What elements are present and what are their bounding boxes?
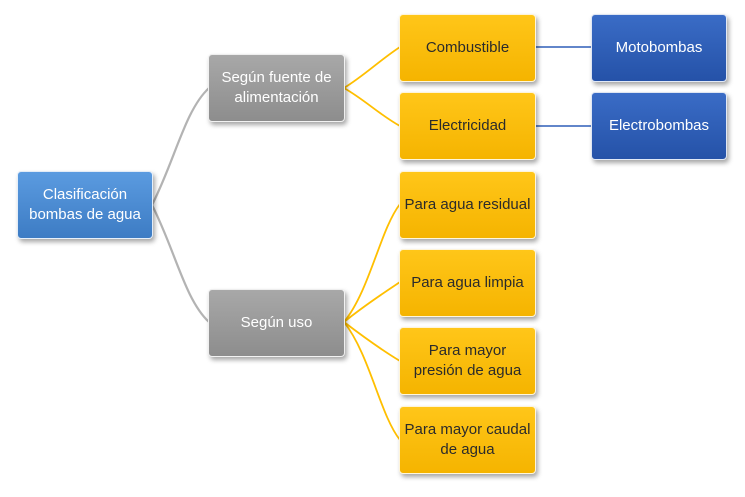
connector-root-fuente: [151, 87, 210, 206]
item-label: Para agua residual: [404, 196, 531, 213]
connector-uso-residual: [343, 203, 401, 323]
connector-fuente-electricidad: [343, 87, 401, 127]
leaf-label: Motobombas: [615, 39, 703, 56]
item-combustible: Combustible: [399, 14, 536, 82]
connector-uso-caudal: [343, 321, 401, 441]
category-fuente-alimentacion: Según fuente de alimentación: [208, 54, 345, 122]
leaf-electrobombas: Electrobombas: [591, 92, 727, 160]
item-label: Combustible: [425, 39, 510, 56]
item-label: Para mayor presión de agua: [413, 342, 522, 379]
item-agua-limpia: Para agua limpia: [399, 249, 536, 317]
connector-uso-presion: [343, 321, 401, 362]
category-label: Según uso: [240, 314, 313, 331]
item-mayor-caudal: Para mayor caudal de agua: [399, 406, 536, 474]
item-mayor-presion: Para mayor presión de agua: [399, 327, 536, 395]
item-label: Para mayor caudal de agua: [404, 421, 531, 458]
leaf-label: Electrobombas: [608, 117, 710, 134]
item-electricidad: Electricidad: [399, 92, 536, 160]
item-label: Electricidad: [428, 117, 507, 134]
category-segun-uso: Según uso: [208, 289, 345, 357]
leaf-motobombas: Motobombas: [591, 14, 727, 82]
item-agua-residual: Para agua residual: [399, 171, 536, 239]
connector-uso-limpia: [343, 281, 401, 323]
root-node: Clasificación bombas de agua: [17, 171, 153, 239]
connector-root-uso: [151, 204, 210, 323]
item-label: Para agua limpia: [411, 274, 524, 291]
root-label: Clasificación bombas de agua: [29, 186, 141, 223]
connector-fuente-combustible: [343, 46, 401, 89]
category-label: Según fuente de alimentación: [221, 69, 332, 106]
